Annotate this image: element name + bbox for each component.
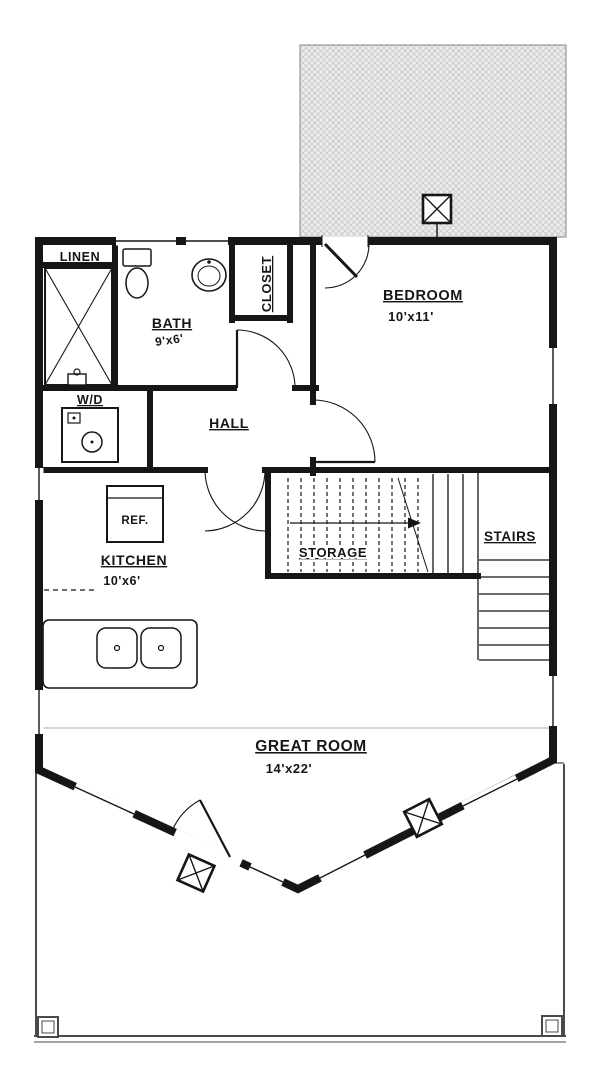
- room-dims-kitchen: 10'x6': [103, 574, 140, 588]
- kitchen-fixtures: [42, 407, 198, 689]
- entry-door: [171, 799, 231, 858]
- room-label-wd: W/D: [77, 393, 103, 407]
- deck-door: [323, 242, 370, 289]
- kitchen-sink: [96, 627, 182, 669]
- bath-fixtures: [44, 248, 227, 386]
- entry-post-marker: [176, 853, 216, 893]
- deck-post-right: [541, 1015, 563, 1037]
- room-label-stairs: STAIRS: [484, 529, 536, 544]
- deck-post-marker: [421, 193, 453, 225]
- room-labels: LINEN BATH 9'x6' CLOSET BEDROOM 10'x11' …: [60, 250, 536, 776]
- bedroom-door: [312, 399, 376, 464]
- room-label-great-room: GREAT ROOM: [255, 738, 367, 755]
- stair-treads-upper: [432, 474, 464, 573]
- hall-double-doors: [204, 469, 266, 532]
- bath-door: [235, 329, 296, 389]
- room-label-hall: HALL: [209, 415, 249, 431]
- toilet: [122, 248, 152, 299]
- room-label-storage: STORAGE: [299, 545, 367, 560]
- room-label-kitchen: KITCHEN: [101, 552, 167, 568]
- washer-dryer: [61, 407, 119, 463]
- refrigerator: [106, 485, 164, 543]
- windows: [34, 235, 558, 887]
- room-dims-great-room: 14'x22': [266, 761, 313, 776]
- label-ref: REF.: [121, 515, 148, 527]
- kitchen-counter: [42, 619, 198, 689]
- stair-arrow-head: [408, 517, 421, 529]
- bath-sink: [191, 258, 227, 292]
- posts: [176, 193, 453, 893]
- room-label-linen: LINEN: [60, 250, 101, 264]
- stairs: [287, 473, 550, 661]
- stair-treads-lower: [479, 559, 550, 661]
- doors: [171, 242, 376, 858]
- room-label-bath: BATH: [152, 315, 192, 331]
- room-dims-bedroom: 10'x11': [388, 309, 434, 324]
- room-dims-bath: 9'x6': [154, 331, 184, 349]
- shower: [44, 267, 113, 386]
- interior-walls: [39, 238, 556, 579]
- room-label-closet: CLOSET: [259, 256, 274, 312]
- door-openings: [173, 236, 368, 868]
- deck-post-left: [37, 1016, 59, 1038]
- lower-deck: [34, 762, 566, 1043]
- room-label-bedroom: BEDROOM: [383, 288, 463, 304]
